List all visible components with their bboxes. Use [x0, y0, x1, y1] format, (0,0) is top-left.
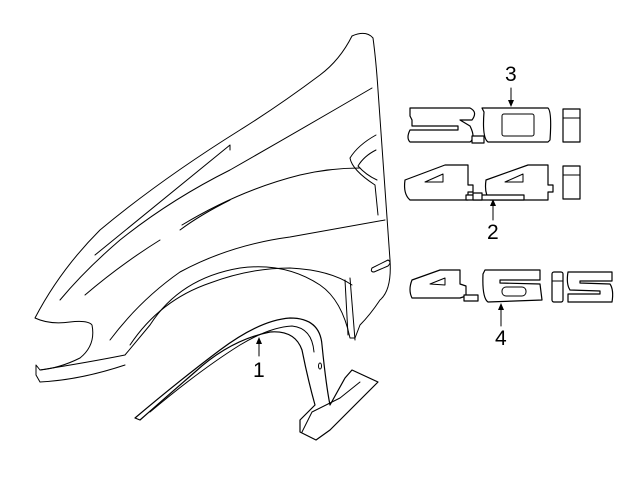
callout-4: 4	[495, 327, 507, 350]
callout-2: 2	[487, 221, 499, 244]
fender-liner	[134, 317, 379, 441]
emblem-4-4i	[403, 164, 581, 201]
fender	[34, 32, 391, 383]
callout-3: 3	[505, 63, 517, 86]
emblem-3-0i	[407, 107, 581, 144]
callout-arrows	[256, 87, 514, 357]
emblem-4-6is	[409, 269, 614, 303]
callout-1: 1	[253, 359, 265, 382]
